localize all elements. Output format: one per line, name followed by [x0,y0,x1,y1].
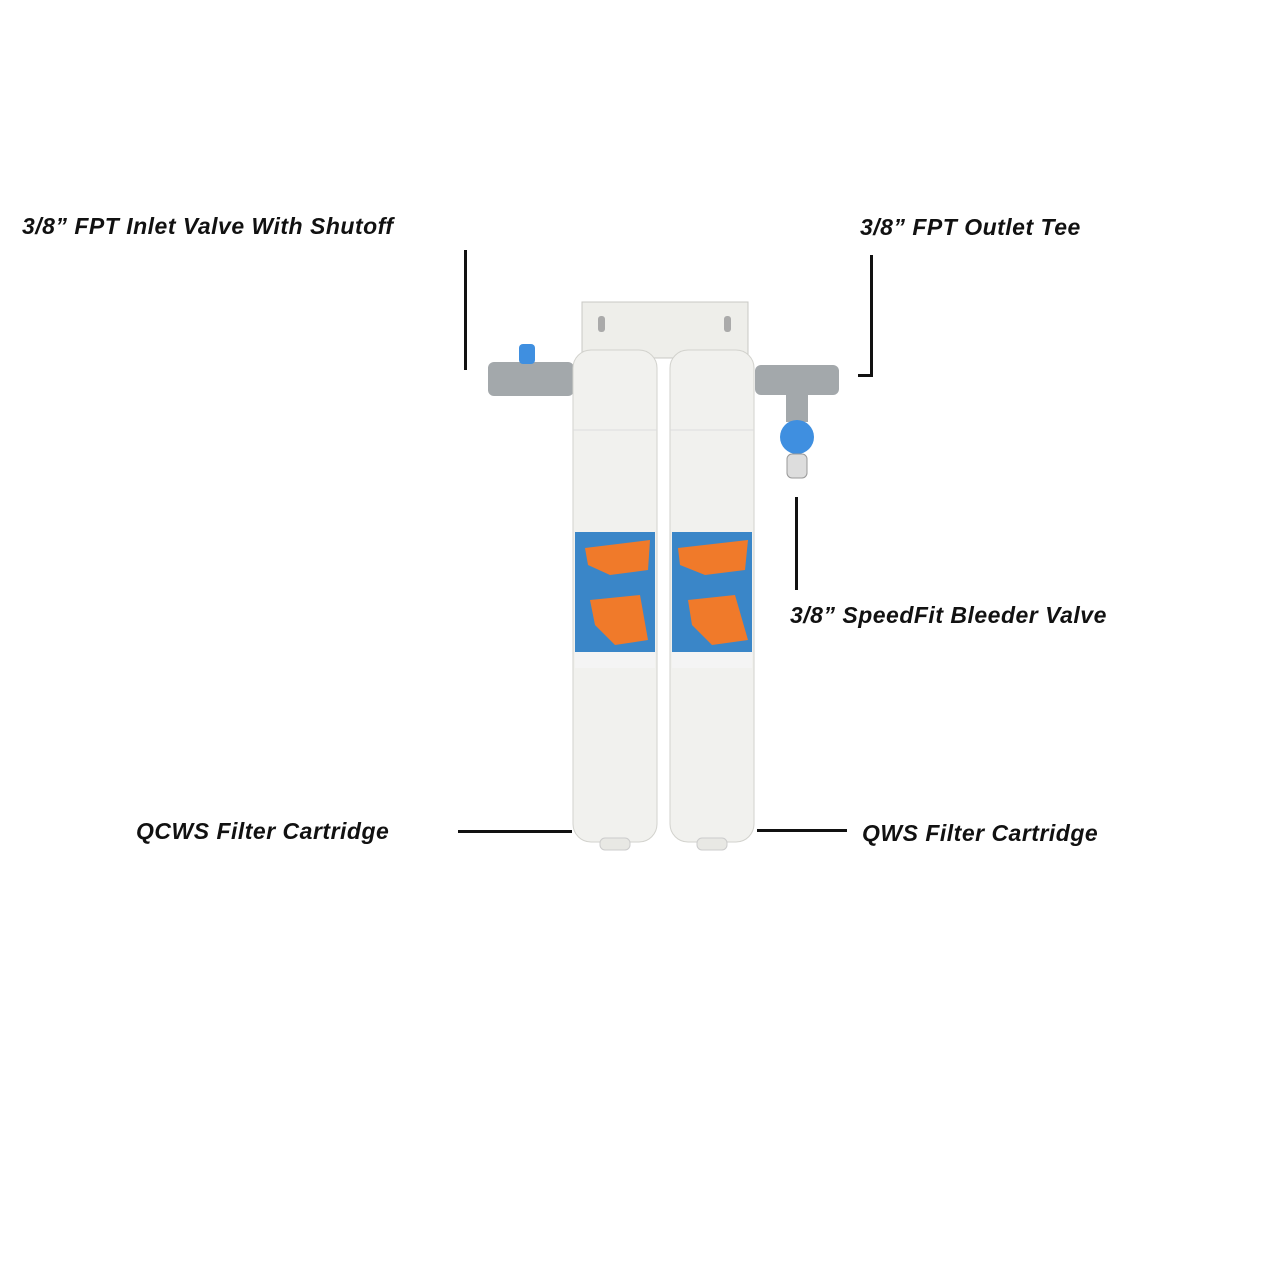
qws-leader-line [757,829,847,832]
mounting-bracket [581,301,749,359]
bleeder-fitting [786,453,808,479]
bracket-slot-left [598,316,605,332]
qcws-leader-line [458,830,572,833]
bleeder-valve-leader-line [795,497,798,590]
bleeder-valve-knob [780,420,814,454]
qws-cartridge-caption: QWS Filter Cartridge [862,820,1099,846]
outlet-tee-leader-line [870,255,873,377]
qcws-cartridge-cap [599,837,631,851]
outlet-tee-label: 3/8” FPT Outlet Tee [860,214,1081,240]
bracket-slot-right [724,316,731,332]
inlet-shutoff-valve [519,344,535,364]
qcws-cartridge-caption: QCWS Filter Cartridge [136,818,390,844]
inlet-valve-label: 3/8” FPT Inlet Valve With Shutoff [22,213,394,239]
qcws-cartridge-label [575,532,655,668]
inlet-pipe [488,362,574,396]
bleeder-valve-label: 3/8” SpeedFit Bleeder Valve [790,602,1107,628]
tee-down-leg [786,392,808,422]
qws-cartridge-cap [696,837,728,851]
outlet-tee [755,365,839,395]
qws-cartridge-label [672,532,752,668]
inlet-valve-leader-line [464,250,467,370]
outlet-tee-leader-hook [858,374,873,377]
